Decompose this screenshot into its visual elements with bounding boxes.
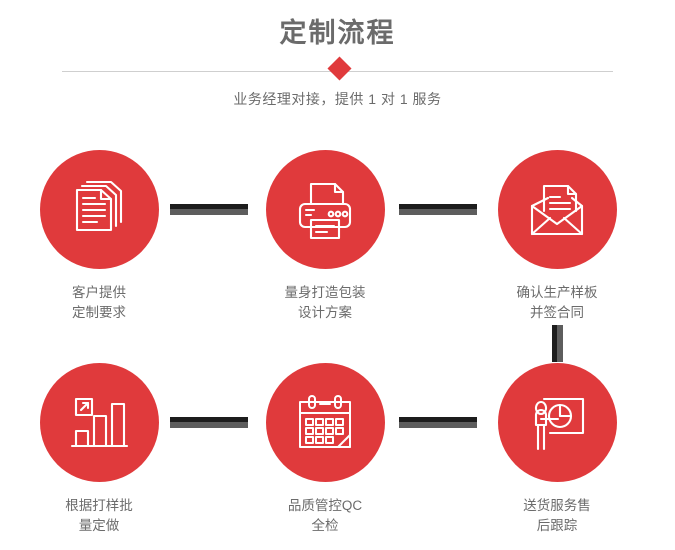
connector-segment-dark <box>170 417 248 422</box>
connector-1-2 <box>170 204 248 215</box>
process-flow-diagram: 客户提供 定制要求 <box>0 125 675 550</box>
flow-step-4-circle <box>39 363 159 482</box>
flow-step-3[interactable]: 确认生产样板 并签合同 <box>477 150 637 323</box>
connector-segment-dark <box>552 325 557 362</box>
flow-step-2-label: 量身打造包装 设计方案 <box>284 285 366 320</box>
flow-step-4[interactable]: 根据打样批 量定做 <box>19 363 179 536</box>
flow-step-1-label: 客户提供 定制要求 <box>72 285 126 320</box>
calendar-icon <box>293 391 357 455</box>
connector-segment-gray <box>170 209 248 215</box>
flow-step-3-label: 确认生产样板 并签合同 <box>516 285 598 320</box>
flow-step-4-label: 根据打样批 量定做 <box>65 498 133 533</box>
connector-segment-dark <box>170 204 248 209</box>
envelope-contract-icon <box>525 178 589 242</box>
presentation-person-icon <box>525 391 589 455</box>
connector-segment-gray <box>399 422 477 428</box>
connector-5-6 <box>399 417 477 428</box>
connector-4-5 <box>170 417 248 428</box>
flow-step-1-circle <box>39 150 159 269</box>
connector-segment-dark <box>399 204 477 209</box>
connector-segment-gray <box>170 422 248 428</box>
flow-step-6[interactable]: 送货服务售 后跟踪 <box>477 363 637 536</box>
flow-step-2-circle <box>265 150 385 269</box>
flow-step-6-label: 送货服务售 后跟踪 <box>523 498 591 533</box>
flow-step-5-circle <box>265 363 385 482</box>
connector-2-3 <box>399 204 477 215</box>
connector-3-6 <box>552 325 563 362</box>
documents-stack-icon <box>67 178 131 242</box>
flow-step-2[interactable]: 量身打造包装 设计方案 <box>245 150 405 323</box>
printer-icon <box>293 178 357 242</box>
connector-segment-gray <box>399 209 477 215</box>
flow-step-5[interactable]: 品质管控QC 全检 <box>245 363 405 536</box>
bar-chart-growth-icon <box>67 391 131 455</box>
flow-step-3-circle <box>497 150 617 269</box>
diamond-marker-icon <box>327 56 352 81</box>
header-section: 定制流程 业务经理对接，提供 1 对 1 服务 <box>0 0 675 125</box>
connector-segment-gray <box>557 325 563 362</box>
connector-segment-dark <box>399 417 477 422</box>
title-divider <box>62 56 613 81</box>
flow-step-1[interactable]: 客户提供 定制要求 <box>19 150 179 323</box>
flow-step-6-circle <box>497 363 617 482</box>
page-subtitle: 业务经理对接，提供 1 对 1 服务 <box>233 91 442 107</box>
page-title: 定制流程 <box>279 18 396 48</box>
flow-step-5-label: 品质管控QC 全检 <box>287 498 363 533</box>
